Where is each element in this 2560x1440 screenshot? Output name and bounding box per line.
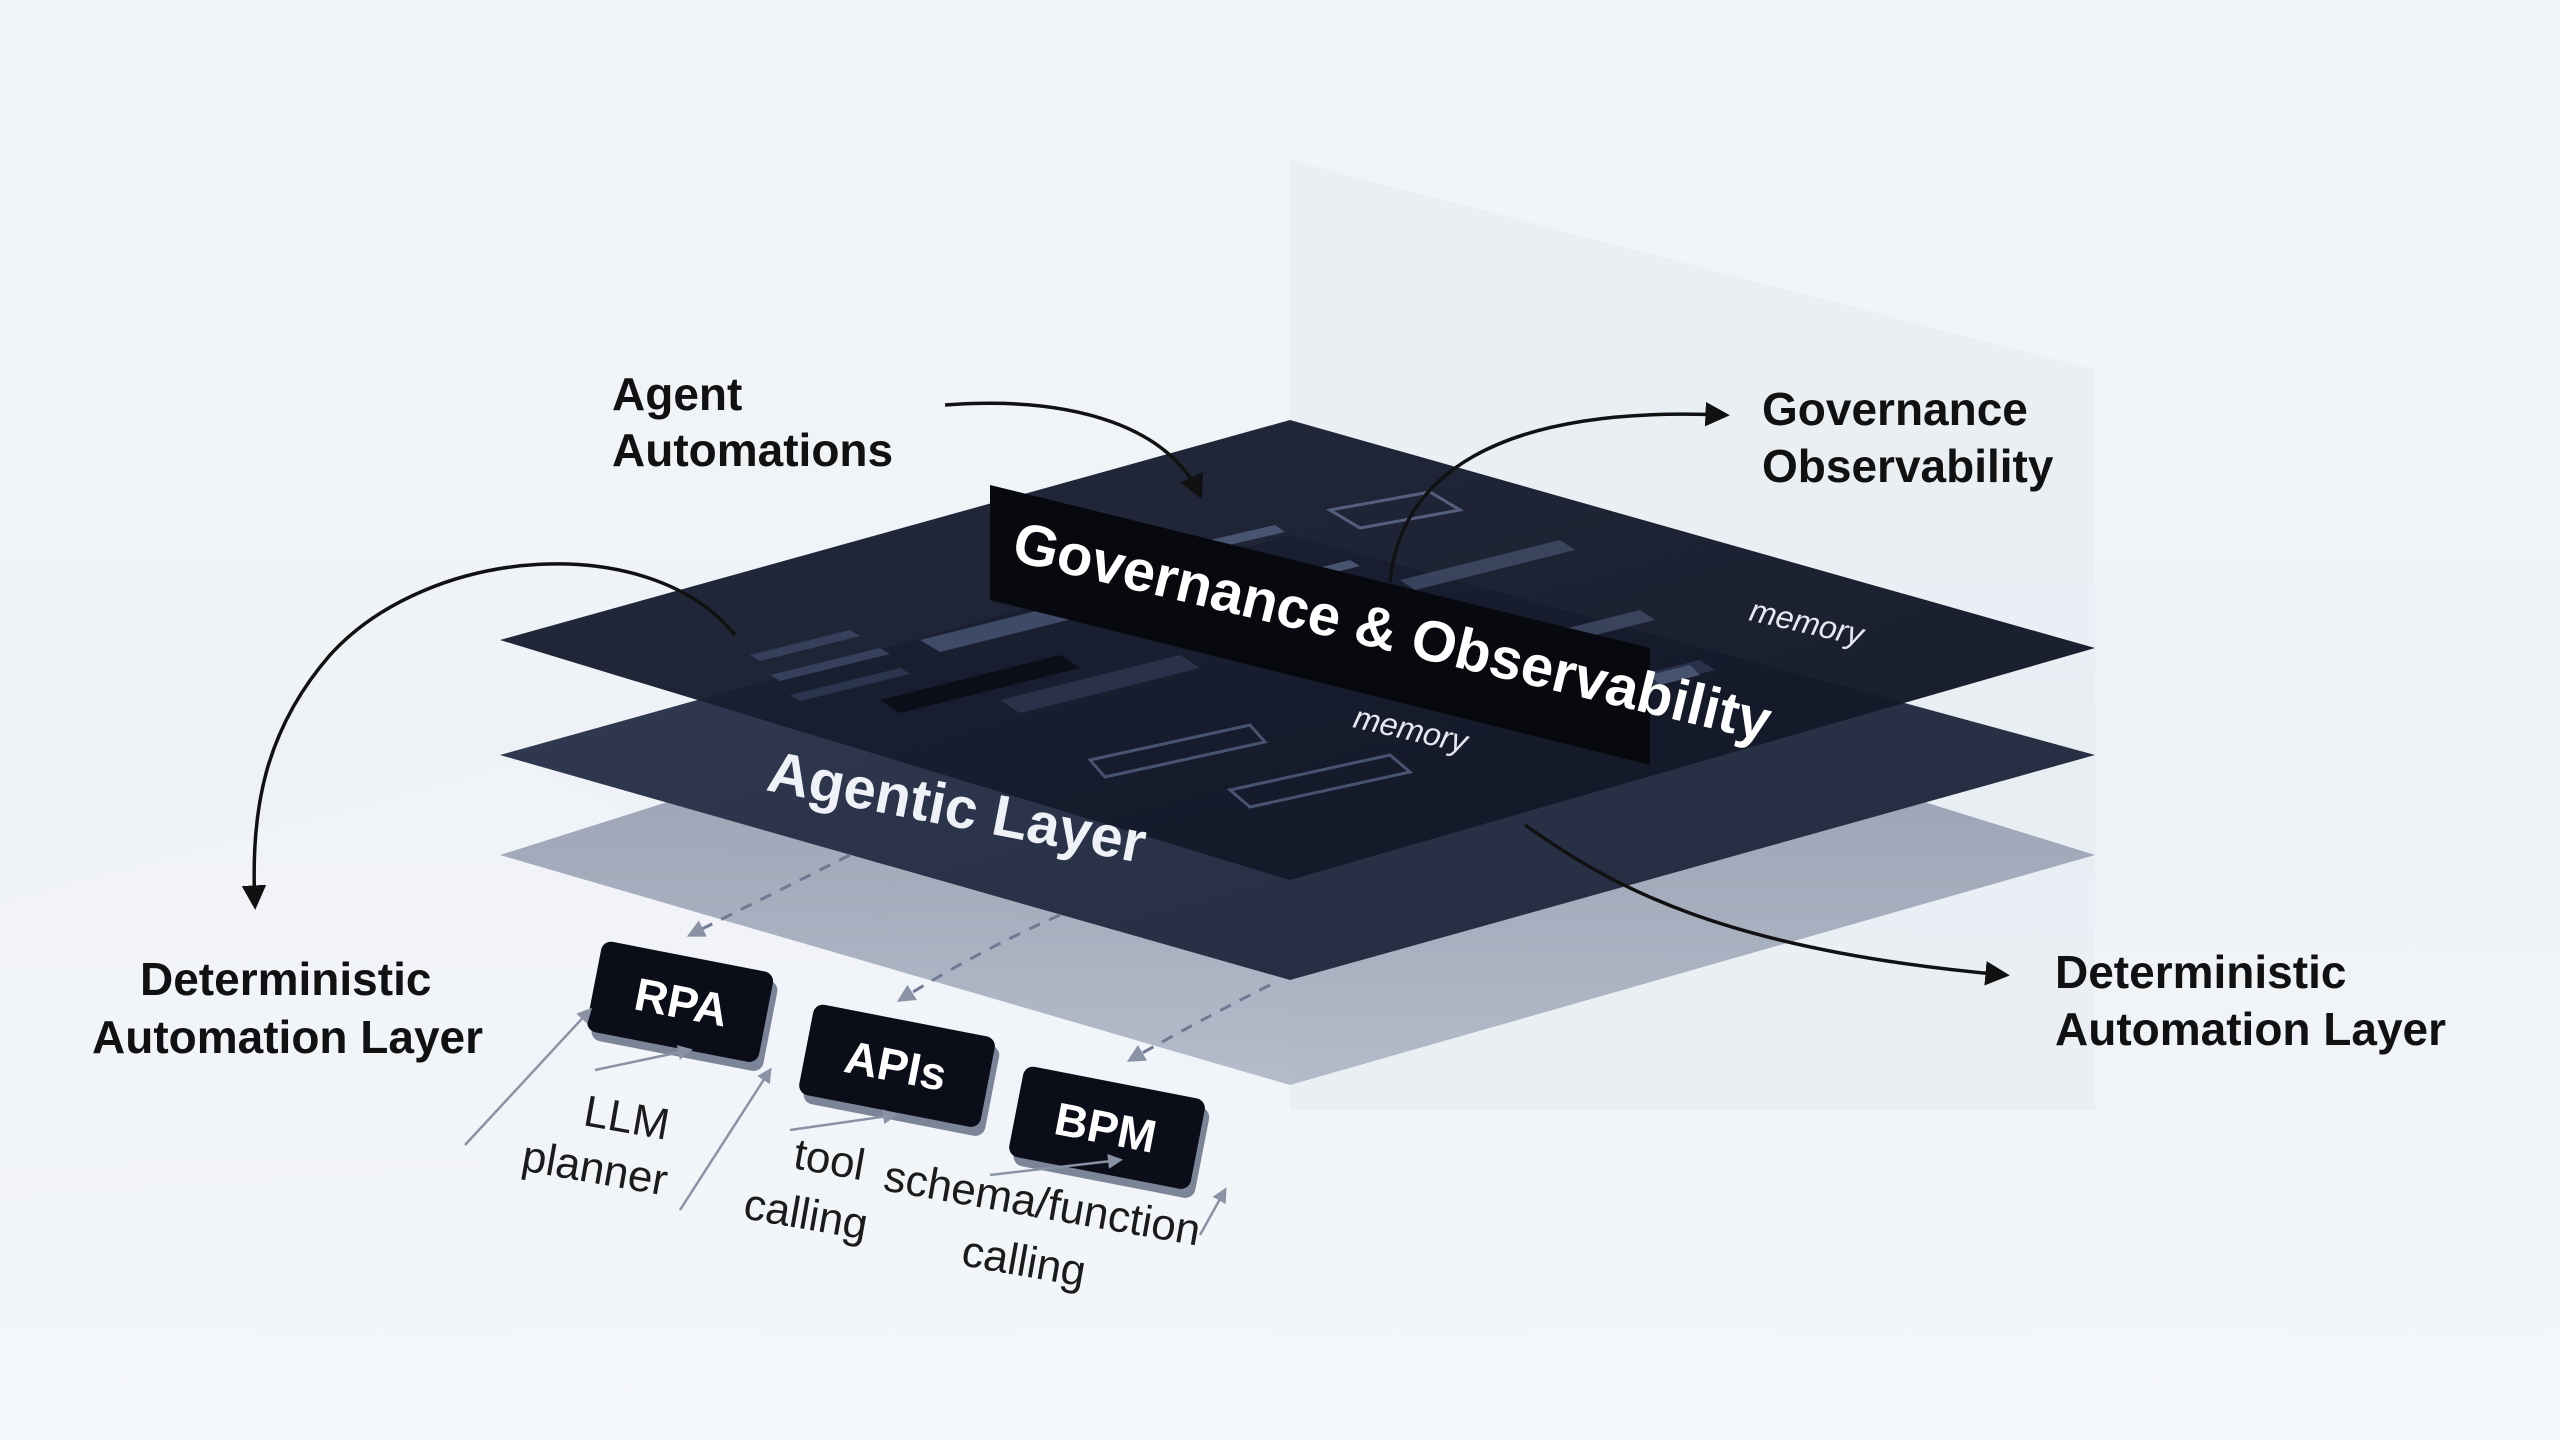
callout-det-left-line1: Deterministic (140, 953, 431, 1005)
callout-det-right-line1: Deterministic (2055, 946, 2346, 998)
callout-agent-line1: Agent (612, 368, 742, 420)
annotation-arrows (464, 1007, 1227, 1236)
callout-deterministic-left: Deterministic Automation Layer (92, 953, 483, 1063)
callout-agent-automations: Agent Automations (612, 368, 893, 476)
connector-rpa (686, 853, 851, 937)
callout-det-left-line2: Automation Layer (92, 1011, 483, 1063)
arrow-governance-observability (1388, 401, 1730, 583)
arrow-deterministic-right (1523, 823, 2010, 986)
connector-bpm (1126, 983, 1271, 1062)
callout-agent-line2: Automations (612, 424, 893, 476)
callout-det-right-line2: Automation Layer (2055, 1003, 2446, 1055)
annotation-calling-2: calling (958, 1227, 1089, 1297)
callout-governance-line1: Governance (1762, 383, 2028, 435)
callout-governance-line2: Observability (1762, 440, 2054, 492)
callout-governance-observability: Governance Observability (1762, 383, 2054, 492)
apis-box: APIs (799, 1004, 1000, 1136)
arrow-deterministic-left (241, 562, 737, 910)
annotation-tool: tool (790, 1130, 868, 1191)
arrow-agent-automations (944, 401, 1203, 500)
annotation-calling-1: calling (740, 1180, 871, 1250)
annotation-tool-calling: tool calling (740, 1130, 871, 1250)
rpa-box: RPA (587, 941, 778, 1071)
callout-deterministic-right: Deterministic Automation Layer (2055, 946, 2446, 1055)
connector-apis (896, 913, 1061, 1002)
